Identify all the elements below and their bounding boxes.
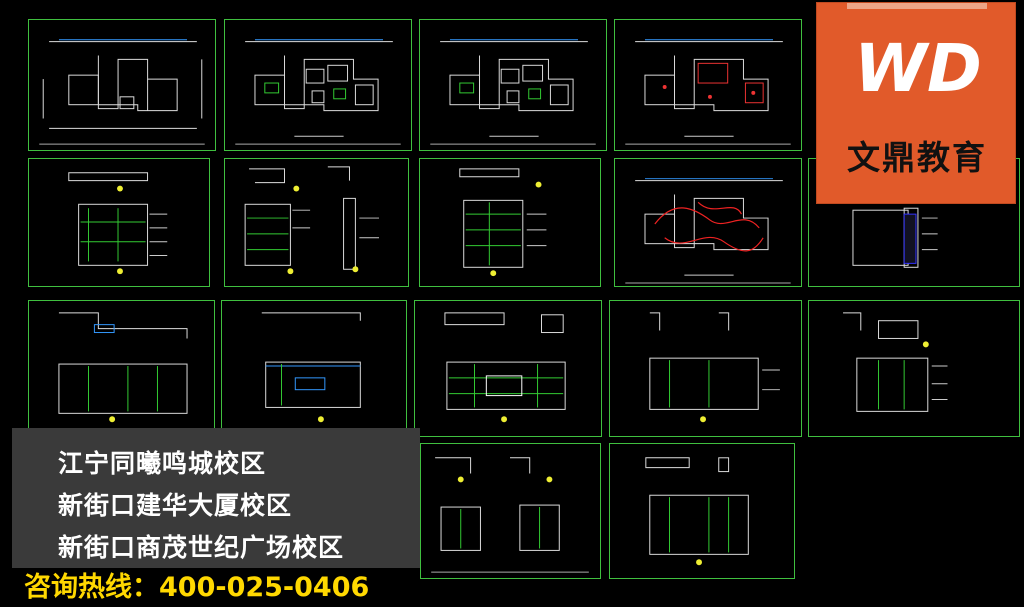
elevation-drawing — [431, 457, 589, 573]
cad-sheet-floorplan-3 — [419, 19, 607, 151]
elevation-drawing — [261, 312, 361, 423]
cad-sheet-elevation-1 — [28, 158, 210, 287]
cad-sheet-elevation-10 — [420, 443, 601, 579]
logo-top-strip — [847, 3, 987, 9]
campus-item-1: 江宁同曦鸣城校区 — [58, 449, 267, 478]
elevation-drawing — [852, 207, 938, 268]
floorplan-drawing — [625, 39, 791, 145]
floorplan-drawing — [39, 39, 205, 145]
wd-logo-mark: WD — [854, 30, 982, 107]
cad-sheet-floorplan-2 — [224, 19, 412, 151]
elevation-drawing — [843, 312, 948, 412]
elevation-drawing — [68, 172, 168, 275]
wiring-plan-drawing — [625, 178, 791, 284]
campus-list-panel: 江宁同曦鸣城校区 新街口建华大厦校区 新街口商茂世纪广场校区 — [12, 428, 420, 568]
cad-sheet-elevation-6 — [221, 300, 407, 437]
cad-sheet-elevation-9 — [808, 300, 1020, 437]
cad-sheet-elevation-5 — [28, 300, 215, 437]
cad-sheet-elevation-7 — [414, 300, 602, 437]
cad-sheet-elevation-3 — [419, 158, 601, 287]
floorplan-drawing — [430, 39, 596, 145]
cad-sheet-elevation-2 — [224, 158, 409, 287]
hotline-text: 咨询热线：400-025-0406 — [24, 568, 420, 607]
elevation-drawing — [459, 168, 547, 277]
logo-mark-text: WD — [854, 30, 982, 107]
cad-sheet-floorplan-1 — [28, 19, 216, 151]
logo-brand-name: 文鼎教育 — [847, 138, 987, 177]
campus-item-3: 新街口商茂世纪广场校区 — [58, 533, 345, 562]
cad-sheet-wiring-plan — [614, 158, 802, 287]
campus-item-2: 新街口建华大厦校区 — [58, 491, 293, 520]
wending-education-logo: WD 文鼎教育 — [816, 2, 1016, 204]
floorplan-drawing — [235, 39, 401, 145]
elevation-drawing — [444, 312, 566, 423]
elevation-drawing — [649, 312, 780, 423]
cad-sheet-elevation-11 — [609, 443, 795, 579]
elevation-drawing — [645, 457, 749, 566]
elevation-drawing — [244, 166, 380, 275]
cad-sheet-floorplan-4 — [614, 19, 802, 151]
elevation-drawing — [58, 312, 188, 423]
cad-sheet-elevation-8 — [609, 300, 802, 437]
